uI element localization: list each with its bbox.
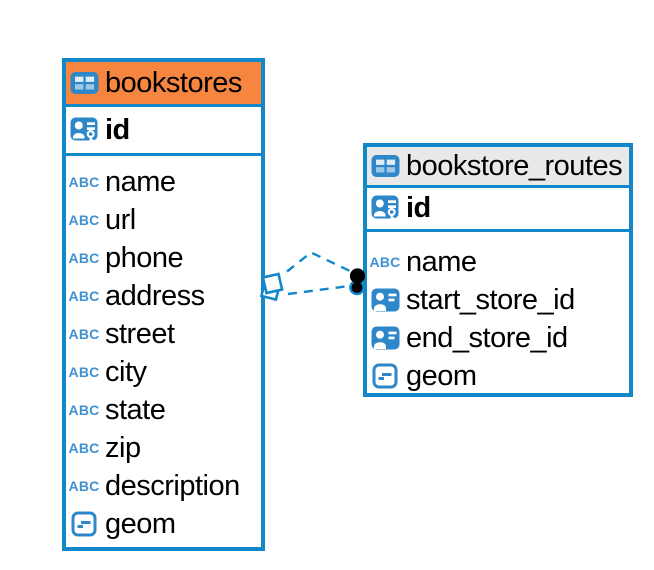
column-row-pk[interactable]: id	[66, 107, 261, 156]
text-type-icon: ABC	[68, 212, 100, 228]
table-bookstores[interactable]: bookstores id ABC name ABC url ABC	[62, 58, 265, 551]
text-type-icon: ABC	[68, 250, 100, 266]
column-name: url	[105, 203, 136, 236]
column-name: street	[105, 317, 175, 350]
column-row[interactable]: start_store_id	[367, 281, 629, 319]
column-name: geom	[406, 359, 477, 392]
primary-key-icon	[370, 194, 400, 223]
column-list: ABC name ABC url ABC phone ABC address A…	[66, 156, 261, 543]
column-name: phone	[105, 241, 184, 274]
fk-link-dashed-line[interactable]	[286, 251, 352, 273]
primary-key-icon	[69, 116, 99, 145]
column-name: address	[105, 279, 205, 312]
column-list: ABC name start_store_id	[367, 232, 629, 395]
column-row[interactable]: ABC phone	[66, 239, 261, 277]
column-row[interactable]: ABC state	[66, 391, 261, 429]
column-row[interactable]: ABC address	[66, 277, 261, 315]
column-name: name	[105, 165, 176, 198]
column-name: zip	[105, 431, 141, 464]
column-name: city	[105, 355, 147, 388]
column-row[interactable]: ABC name	[66, 163, 261, 201]
column-name: id	[406, 192, 431, 224]
column-name: id	[105, 113, 130, 146]
column-row[interactable]: geom	[66, 505, 261, 543]
foreign-key-icon	[370, 326, 400, 350]
column-row[interactable]: ABC city	[66, 353, 261, 391]
text-type-icon: ABC	[68, 364, 100, 380]
relationship-dot-endpoint[interactable]	[349, 279, 365, 296]
column-row[interactable]: ABC zip	[66, 429, 261, 467]
text-type-icon: ABC	[68, 174, 100, 190]
column-name: start_store_id	[406, 283, 575, 316]
table-title: bookstores	[105, 66, 242, 99]
geometry-type-icon	[370, 363, 400, 389]
relationship-diamond-endpoint[interactable]	[261, 272, 284, 295]
text-type-icon: ABC	[68, 326, 100, 342]
column-name: geom	[105, 507, 176, 540]
text-type-icon: ABC	[68, 478, 100, 494]
column-name: end_store_id	[406, 321, 568, 354]
column-row[interactable]: end_store_id	[367, 319, 629, 357]
fk-link-dashed-line[interactable]	[287, 284, 350, 296]
column-row[interactable]: geom	[367, 357, 629, 395]
column-row[interactable]: ABC name	[367, 243, 629, 281]
column-name: description	[105, 469, 240, 502]
foreign-key-icon	[370, 288, 400, 312]
table-icon	[370, 154, 400, 178]
text-type-icon: ABC	[68, 288, 100, 304]
geometry-type-icon	[69, 511, 99, 537]
column-row[interactable]: ABC description	[66, 467, 261, 505]
column-row-pk[interactable]: id	[367, 188, 629, 232]
table-icon	[69, 71, 99, 95]
column-row[interactable]: ABC url	[66, 201, 261, 239]
table-header-bookstores[interactable]: bookstores	[66, 62, 261, 107]
column-name: state	[105, 393, 166, 426]
column-name: name	[406, 245, 477, 278]
table-title: bookstore_routes	[406, 149, 623, 182]
column-row[interactable]: ABC street	[66, 315, 261, 353]
text-type-icon: ABC	[369, 254, 401, 270]
table-bookstore-routes[interactable]: bookstore_routes id ABC name	[363, 143, 633, 397]
text-type-icon: ABC	[68, 402, 100, 418]
text-type-icon: ABC	[68, 440, 100, 456]
fk-relationship[interactable]	[259, 251, 366, 302]
table-header-bookstore-routes[interactable]: bookstore_routes	[367, 147, 629, 188]
